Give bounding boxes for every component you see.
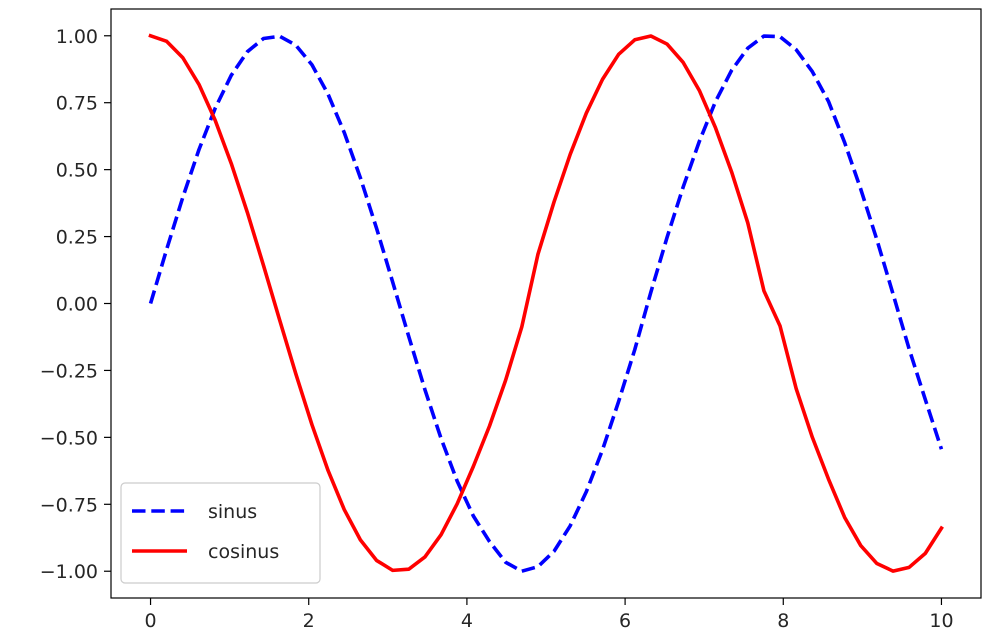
x-tick-label-5: 10 — [929, 610, 953, 632]
x-tick-label-3: 6 — [619, 610, 631, 632]
legend: sinus cosinus — [120, 482, 321, 584]
y-tick-label-6: −0.50 — [40, 427, 98, 449]
y-tick-label-1: 0.75 — [56, 93, 98, 115]
axes-layer: 0 2 4 6 8 10 1.00 0.75 0.50 0.25 0.00 −0.25 −0.50 −0.… — [40, 8, 982, 632]
series-line-sinus — [148, 34, 944, 574]
y-tick-label-7: −0.75 — [40, 494, 98, 516]
legend-label-cosinus: cosinus — [208, 541, 279, 563]
legend-label-sinus: sinus — [208, 501, 257, 523]
x-tick-label-2: 4 — [461, 610, 473, 632]
y-tick-label-8: −1.00 — [40, 561, 98, 583]
x-tick-label-1: 2 — [303, 610, 315, 632]
y-tick-label-4: 0.00 — [56, 294, 98, 316]
y-tick-label-2: 0.50 — [56, 160, 98, 182]
y-tick-label-0: 1.00 — [56, 26, 98, 48]
series-line-cosinus — [148, 33, 944, 573]
legend-box — [120, 482, 321, 584]
series-layer — [148, 33, 944, 574]
x-tick-label-4: 8 — [777, 610, 789, 632]
y-tick-label-3: 0.25 — [56, 227, 98, 249]
x-tick-label-0: 0 — [144, 610, 156, 632]
y-tick-label-5: −0.25 — [40, 360, 98, 382]
